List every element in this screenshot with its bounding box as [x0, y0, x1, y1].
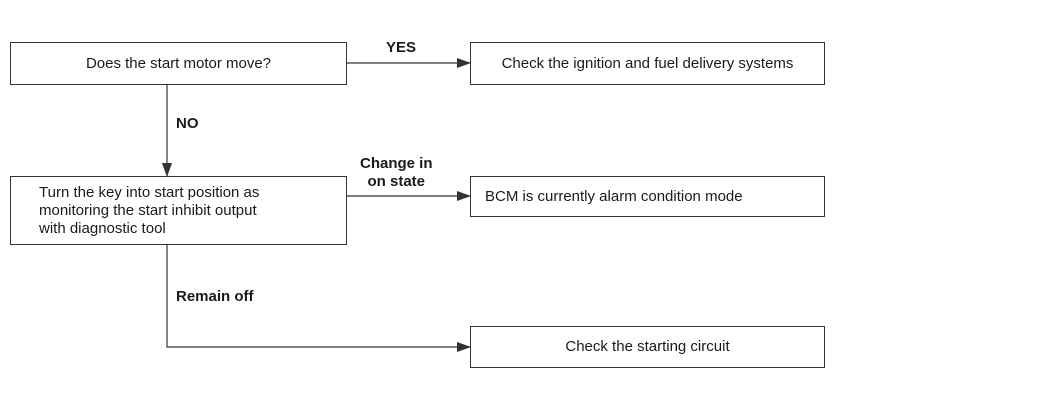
box-check-starting-circuit-text: Check the starting circuit	[565, 338, 730, 355]
label-no: NO	[176, 115, 199, 132]
box-start-motor-question: Does the start motor move?	[10, 42, 347, 85]
box-bcm-alarm-text: BCM is currently alarm condition mode	[485, 187, 743, 205]
box-start-motor-question-text: Does the start motor move?	[85, 54, 272, 72]
arrow-remain-off	[166, 245, 471, 352]
label-change-on-state: Change in on state	[360, 155, 433, 190]
label-yes: YES	[386, 39, 417, 56]
box-check-ignition: Check the ignition and fuel delivery sys…	[470, 42, 825, 85]
box-turn-key-text: Turn the key into start position as moni…	[39, 183, 260, 237]
box-bcm-alarm: BCM is currently alarm condition mode	[470, 176, 825, 217]
box-turn-key: Turn the key into start position as moni…	[10, 176, 347, 245]
box-check-starting-circuit: Check the starting circuit	[470, 326, 825, 368]
label-remain-off: Remain off	[176, 288, 254, 305]
box-check-ignition-text: Check the ignition and fuel delivery sys…	[501, 54, 794, 72]
